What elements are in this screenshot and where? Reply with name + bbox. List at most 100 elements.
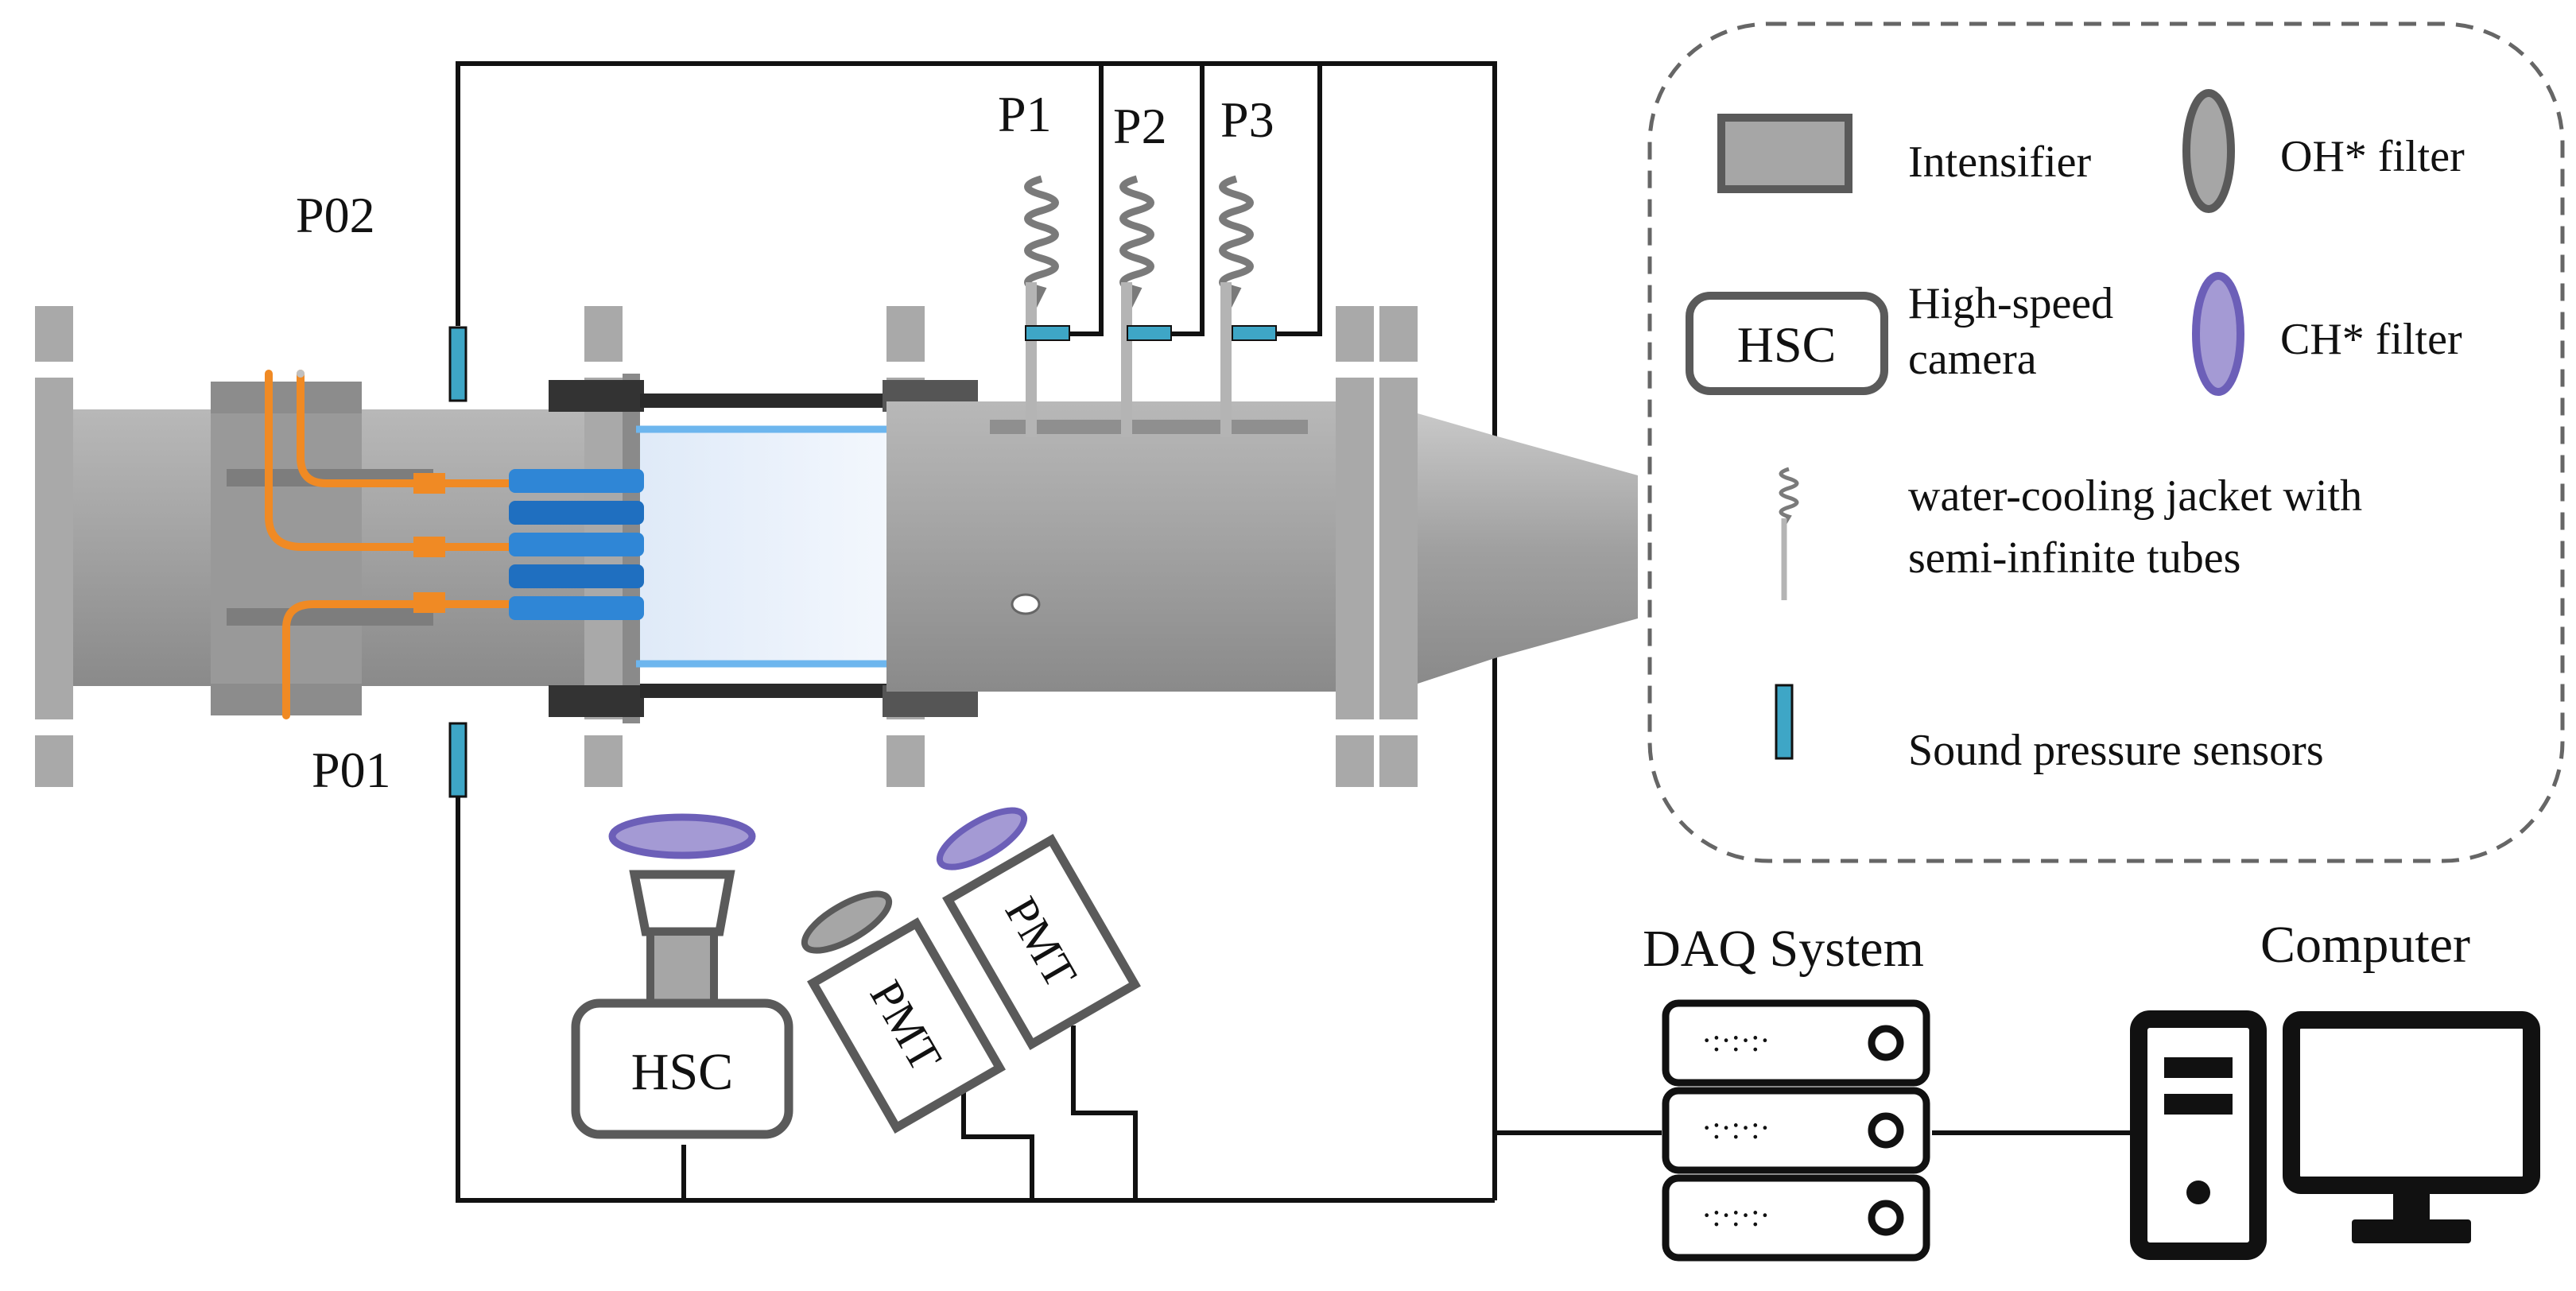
hsc-lens-hood bbox=[629, 870, 735, 936]
fuel-coupler-bottom bbox=[413, 592, 445, 613]
wire-pmt-b bbox=[1071, 1025, 1138, 1200]
observation-port bbox=[1011, 593, 1041, 615]
legend-jacket-line2: semi-infinite tubes bbox=[1908, 533, 2240, 583]
server-rack-icon bbox=[1662, 999, 1930, 1262]
legend-hsc-swatch bbox=[1686, 292, 1888, 395]
monitor-base bbox=[2352, 1219, 2471, 1243]
middle-flange-notch-top bbox=[584, 362, 623, 378]
injector-tip-1 bbox=[509, 469, 644, 493]
legend-jacket-coil-icon bbox=[1779, 467, 1799, 526]
probe-p2 bbox=[1119, 175, 1172, 437]
desktop-computer-icon bbox=[2130, 1010, 2540, 1260]
coil-p3-icon bbox=[1219, 175, 1254, 308]
probe-p3 bbox=[1219, 175, 1277, 437]
computer-label: Computer bbox=[2260, 916, 2470, 974]
legend-sensor-swatch bbox=[1775, 684, 1794, 760]
label-p3: P3 bbox=[1220, 91, 1274, 148]
coil-p1-icon bbox=[1024, 175, 1059, 308]
daq-vent-dots: ·:·:·:· ·:·:·:· ·:·:·:· bbox=[1701, 1022, 1771, 1233]
legend-sensor-label: Sound pressure sensors bbox=[1908, 726, 2324, 775]
legend: Intensifier OH* filter HSC High-speed ca… bbox=[1647, 21, 2565, 863]
fuel-coupler-top bbox=[413, 473, 445, 494]
injector-tip-5 bbox=[509, 596, 644, 620]
daq-system: DAQ System ·:·:·:· ·:·:·:· ·:·:·:· bbox=[1643, 920, 1930, 1262]
exit-flange-a bbox=[1336, 306, 1374, 787]
wire-pmt-a bbox=[961, 1089, 1034, 1200]
legend-jacket-line1: water-cooling jacket with bbox=[1908, 471, 2362, 521]
monitor-neck bbox=[2393, 1185, 2430, 1221]
chamber-port-boss bbox=[990, 420, 1308, 434]
hsc-intensifier bbox=[646, 928, 718, 1007]
injector-tips bbox=[509, 469, 644, 620]
pc-tower bbox=[2130, 1010, 2267, 1260]
legend-frame bbox=[1647, 21, 2565, 863]
fuel-lines bbox=[265, 370, 561, 719]
pmt-b: PMT bbox=[936, 807, 1141, 1050]
exit-flange-notch-a-bottom bbox=[1336, 719, 1374, 735]
fuel-line-bottom bbox=[282, 600, 561, 719]
legend-oh-filter-swatch bbox=[2182, 89, 2235, 213]
hsc-body bbox=[571, 998, 793, 1139]
pmt-a: PMT bbox=[801, 890, 1006, 1134]
probe-labels: P1 P2 P3 P02 P01 bbox=[296, 86, 1274, 798]
hsc-label: HSC bbox=[631, 1043, 733, 1101]
sensor-p1 bbox=[1025, 325, 1070, 341]
daq-label: DAQ System bbox=[1643, 920, 1924, 978]
sensor-p01 bbox=[448, 722, 467, 798]
clamp-top-left bbox=[549, 380, 644, 412]
fuel-coupler-middle bbox=[413, 537, 445, 557]
injector-tip-4 bbox=[509, 564, 644, 588]
clamp-bottom-left bbox=[549, 685, 644, 717]
exit-flange-notch-b-top bbox=[1379, 362, 1418, 378]
pc-power-button bbox=[2186, 1181, 2210, 1204]
wire-p2 bbox=[1169, 64, 1205, 336]
label-p01: P01 bbox=[312, 742, 391, 798]
probe-p1 bbox=[1024, 175, 1070, 437]
label-p1: P1 bbox=[998, 86, 1052, 142]
pmt-a-body bbox=[807, 917, 1006, 1134]
coil-p2-icon bbox=[1119, 175, 1154, 308]
legend-hsc-line1: High-speed bbox=[1908, 279, 2113, 328]
pc-drive-2 bbox=[2164, 1094, 2233, 1115]
pmt-b-ch-filter bbox=[936, 807, 1028, 870]
legend-ch-filter-swatch bbox=[2192, 272, 2244, 396]
chamber-flange-notch-top bbox=[886, 362, 925, 378]
pressure-probes bbox=[448, 175, 1277, 798]
wire-p3 bbox=[1276, 64, 1322, 336]
injector-block-top-cap bbox=[211, 382, 362, 413]
injector-tip-2 bbox=[509, 501, 644, 525]
left-flange-notch-top bbox=[35, 362, 73, 378]
label-p2: P2 bbox=[1113, 98, 1167, 154]
exit-flange-notch-b-bottom bbox=[1379, 719, 1418, 735]
pmt-a-oh-filter bbox=[801, 890, 893, 954]
pmt-b-body bbox=[942, 834, 1141, 1050]
combustion-chamber bbox=[886, 401, 1364, 692]
left-flange bbox=[35, 306, 73, 787]
middle-flange-notch-bottom bbox=[584, 719, 623, 735]
monitor-screen bbox=[2283, 1011, 2540, 1194]
svg-text:·:·:·:·: ·:·:·:· bbox=[1701, 1022, 1771, 1058]
injector-inner-slot-bottom bbox=[227, 608, 433, 626]
hsc-camera: HSC bbox=[571, 813, 793, 1139]
tie-rod-top bbox=[640, 394, 890, 408]
svg-text:·:·:·:·: ·:·:·:· bbox=[1701, 1197, 1771, 1233]
label-p02: P02 bbox=[296, 187, 375, 243]
wire-p1 bbox=[1057, 64, 1104, 336]
hsc-ch-filter bbox=[608, 813, 756, 859]
legend-intensifier-swatch bbox=[1717, 114, 1852, 193]
left-flange-notch-bottom bbox=[35, 719, 73, 735]
legend-oh-filter-label: OH* filter bbox=[2280, 132, 2465, 181]
fuel-line-middle bbox=[265, 370, 561, 551]
legend-ch-filter-label: CH* filter bbox=[2280, 315, 2462, 364]
exit-flange-notch-a-top bbox=[1336, 362, 1374, 378]
legend-hsc-box-label: HSC bbox=[1737, 316, 1837, 373]
injector-tip-3 bbox=[509, 533, 644, 556]
quartz-liner bbox=[640, 429, 888, 664]
tie-rod-bottom bbox=[640, 684, 890, 698]
svg-text:·:·:·:·: ·:·:·:· bbox=[1701, 1110, 1771, 1146]
legend-intensifier-label: Intensifier bbox=[1908, 138, 2091, 187]
fuel-line-top bbox=[297, 370, 561, 487]
legend-hsc-line2: camera bbox=[1908, 335, 2037, 384]
